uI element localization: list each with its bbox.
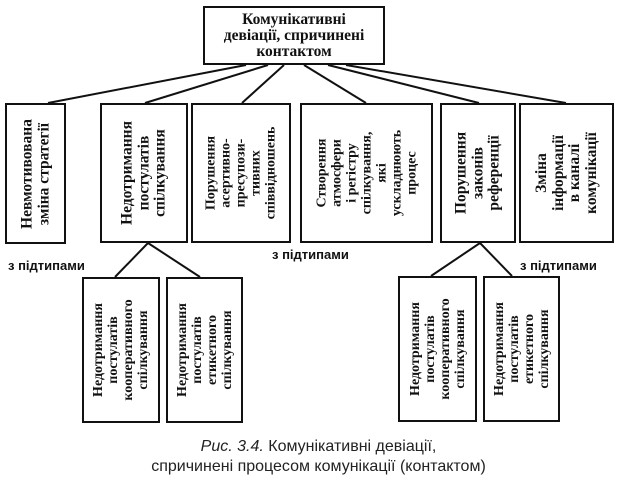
subtypes-note: з підтипами — [8, 258, 85, 273]
category-line: співвідношень — [263, 126, 279, 220]
connector — [327, 64, 480, 104]
root-line: девіації, спричинені — [223, 26, 365, 44]
category-line: Порушення — [452, 131, 470, 215]
category-line: Недотримання — [118, 121, 136, 225]
connector — [114, 242, 149, 278]
caption-label: Рис. 3.4. — [200, 438, 264, 455]
connector — [241, 64, 285, 104]
subtype-line: спілкування — [219, 310, 235, 390]
category-line: Невмотивована — [18, 118, 35, 229]
figure-caption: Рис. 3.4. Комунікативні девіації, спричи… — [0, 437, 637, 477]
connector — [430, 242, 481, 277]
subtype-node-etiquette-right: Недотримання постулатів етикетного спілк… — [483, 276, 560, 422]
subtype-line: Недотримання — [91, 303, 106, 397]
category-line: і регістру — [344, 143, 359, 203]
category-line: спілкування, — [359, 131, 374, 215]
category-line: референції — [485, 135, 503, 211]
category-line: спілкування — [151, 129, 169, 217]
subtype-line: спілкування — [136, 310, 151, 390]
category-line: які — [374, 163, 389, 183]
subtype-line: постулатів — [422, 315, 438, 383]
subtype-line: Недотримання — [491, 302, 507, 396]
category-node-channel-information: Зміна інформації в каналі комунікації — [519, 103, 614, 243]
category-line: в каналі — [565, 143, 583, 203]
category-line: Створення — [314, 138, 329, 208]
subtype-line: постулатів — [189, 316, 205, 384]
category-line: законів — [468, 146, 486, 200]
category-line: ускладнюють — [389, 129, 404, 217]
subtype-line: кооперативного — [121, 299, 136, 401]
connector — [303, 64, 367, 104]
connector — [144, 64, 269, 104]
subtype-line: Недотримання — [174, 303, 190, 397]
caption-line-1: Комунікативні девіації, — [263, 438, 437, 455]
root-node: Комунікативні девіації, спричинені конта… — [203, 6, 385, 65]
connector — [479, 242, 513, 277]
category-node-communication-postulates: Недотримання постулатів спілкування — [100, 103, 188, 243]
category-line: пресупози- — [233, 138, 249, 208]
category-node-atmosphere-register: Створення атмосфери і регістру спілкуван… — [300, 103, 433, 243]
category-line: комунікації — [582, 132, 599, 214]
connector — [345, 64, 567, 104]
subtype-line: Недотримання — [407, 302, 423, 396]
subtype-node-cooperative-left: Недотримання постулатів кооперативного с… — [82, 277, 160, 423]
category-node-assertive-presupposition: Порушення асертивно- пресупози- тивних с… — [191, 103, 291, 243]
category-node-strategy-change: Невмотивована зміна стратегії — [5, 103, 66, 244]
category-line: процес — [404, 151, 419, 195]
category-line: Зміна — [532, 153, 550, 193]
root-line: Комунікативні — [242, 10, 346, 28]
category-line: тивних — [248, 150, 264, 196]
category-line: постулатів — [134, 135, 152, 211]
subtype-line: кооперативного — [437, 298, 453, 400]
category-line: зміна стратегії — [34, 122, 52, 225]
subtype-line: постулатів — [106, 316, 121, 384]
subtype-node-cooperative-right: Недотримання постулатів кооперативного с… — [398, 276, 477, 422]
subtypes-note: з підтипами — [520, 258, 597, 273]
category-line: асертивно- — [218, 138, 234, 208]
subtype-line: спілкування — [452, 309, 468, 389]
connector — [47, 64, 247, 104]
root-line: контактом — [256, 42, 332, 60]
caption-line-2: спричинені процесом комунікації (контакт… — [151, 458, 486, 475]
subtype-line: етикетного — [521, 313, 537, 385]
subtypes-note: з підтипами — [272, 247, 349, 262]
connector — [147, 242, 201, 278]
subtype-line: постулатів — [506, 315, 522, 383]
category-line: атмосфери — [329, 139, 344, 207]
category-node-reference-laws: Порушення законів референції — [440, 103, 516, 243]
category-line: інформації — [549, 135, 566, 211]
category-line: Порушення — [203, 135, 219, 211]
subtype-line: етикетного — [204, 314, 220, 386]
subtype-node-etiquette-left: Недотримання постулатів етикетного спілк… — [166, 277, 243, 423]
subtype-line: спілкування — [536, 309, 552, 389]
